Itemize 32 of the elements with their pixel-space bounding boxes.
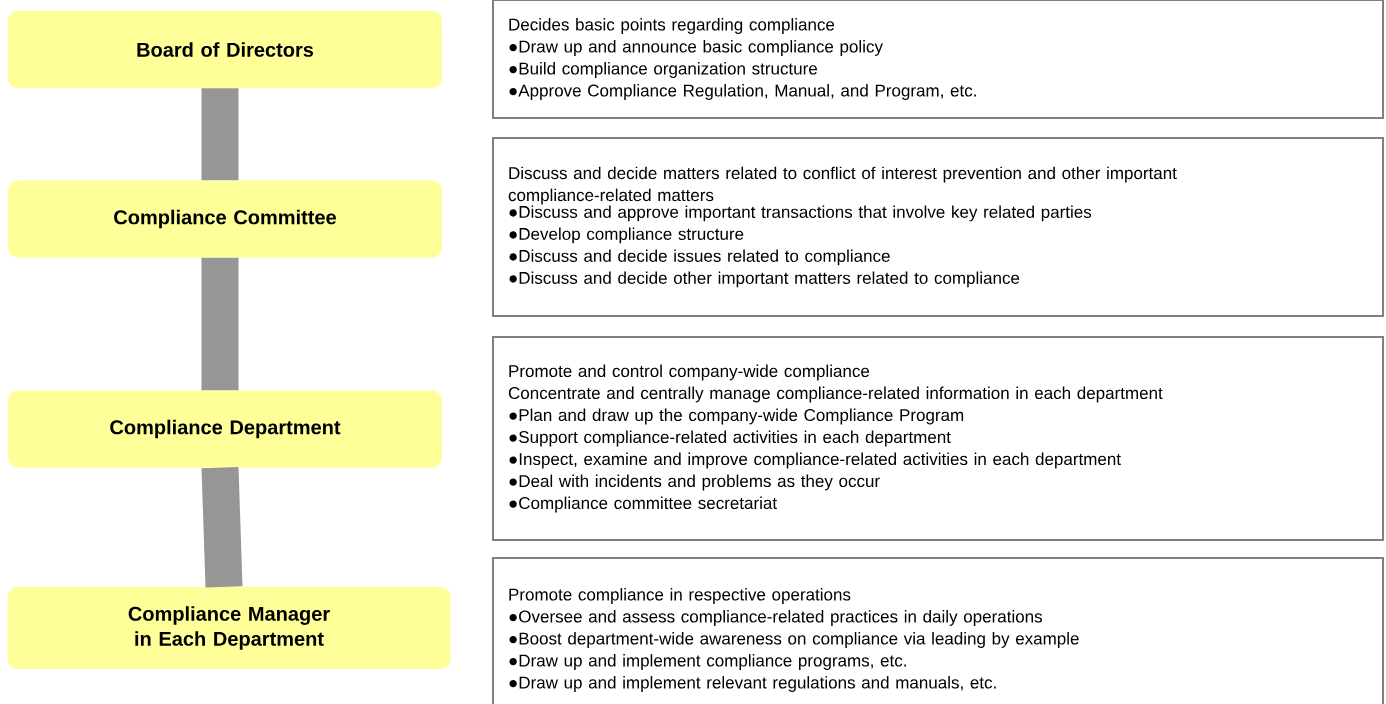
role-box: Compliance Committee [8, 180, 442, 258]
bullet-item: ●Discuss and decide issues related to compliance [509, 249, 890, 266]
bullet-item: ●Build compliance organization structure [509, 62, 817, 78]
role-box: Board of Directors [8, 11, 442, 88]
bullet-item: ●Develop compliance structure [509, 227, 744, 244]
connector-bar [201, 88, 239, 181]
bullet-item: ●Compliance committee secretariat [509, 496, 777, 513]
description-text: Promote compliance in respective operations [509, 588, 851, 604]
bullet-item: ●Oversee and assess compliance-related practices in daily operations [509, 610, 1042, 626]
role-box: Compliance Department [8, 390, 442, 468]
bullet-item: ●Deal with incidents and problems as they occur [509, 474, 880, 491]
bullet-item: ●Boost department-wide awareness on compliance via leading by example [509, 632, 1079, 648]
bullet-item: ●Inspect, examine and improve compliance-related activities in each department [509, 452, 1121, 469]
description-box [492, 0, 1384, 119]
description-box [492, 336, 1384, 541]
bullet-item: ●Discuss and decide other important matters related to compliance [509, 271, 1020, 288]
bullet-item: ●Draw up and announce basic compliance policy [509, 40, 883, 56]
description-box [492, 557, 1384, 704]
connector-bar [201, 467, 243, 588]
description-text: Discuss and decide matters related to conflict of interest prevention and other important compliance-related matters [508, 166, 1177, 205]
connector-bar [201, 257, 239, 391]
description-text: Concentrate and centrally manage compliance-related information in each department [508, 386, 1163, 403]
bullet-item: ●Draw up and implement compliance programs, etc. [509, 654, 906, 670]
description-text: Decides basic points regarding compliance [509, 18, 835, 34]
bullet-item: ●Support compliance-related activities in each department [509, 430, 951, 447]
description-text: Promote and control company-wide compliance [509, 364, 870, 381]
bullet-item: ●Draw up and implement relevant regulations and manuals, etc. [509, 676, 996, 692]
bullet-item: ●Approve Compliance Regulation, Manual, and Program, etc. [509, 84, 976, 100]
description-box [492, 137, 1384, 317]
bullet-item: ●Plan and draw up the company-wide Compliance Program [509, 408, 964, 425]
bullet-item: ●Discuss and approve important transactions that involve key related parties [509, 205, 1092, 222]
role-box: Compliance Manager in Each Department [7, 587, 451, 669]
